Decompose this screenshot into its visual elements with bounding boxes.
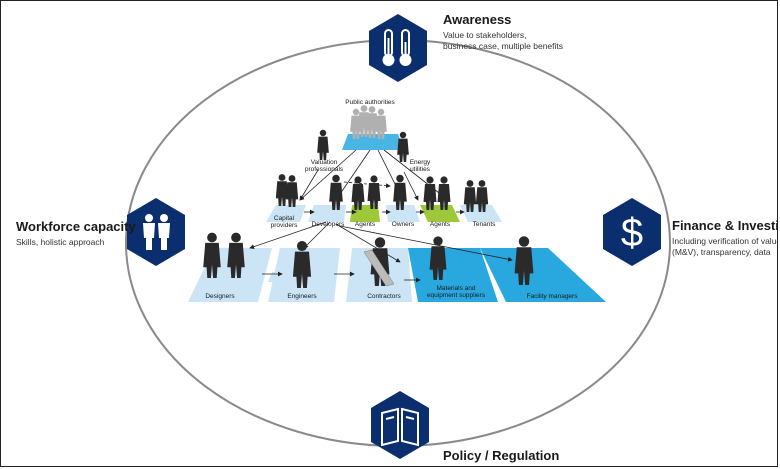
- platform-tiles: [188, 134, 606, 302]
- actor-labels: Public authorities Valuation professiona…: [205, 99, 578, 300]
- label-materials-1: Materials and: [436, 285, 475, 292]
- label-energy-1: Energy: [410, 159, 431, 166]
- tile-agents-1: [350, 205, 380, 222]
- public-authorities-group: [350, 105, 387, 139]
- relationship-arrows: [249, 149, 513, 283]
- label-valuation-1: Valuation: [311, 159, 338, 166]
- book-icon: [381, 407, 419, 447]
- label-capital-2: providers: [271, 222, 298, 229]
- label-contractors: Contractors: [367, 293, 401, 300]
- label-engineers: Engineers: [287, 293, 317, 300]
- awareness-title: Awareness: [443, 12, 512, 27]
- label-energy-2: utilities: [410, 166, 431, 173]
- label-facility-managers: Facility managers: [527, 293, 579, 300]
- tile-connector: [268, 272, 280, 282]
- awareness-subtitle-1: Value to stakeholders,: [443, 30, 527, 40]
- awareness-hex: [369, 14, 427, 82]
- tile-agents-2: [420, 205, 460, 222]
- label-valuation-2: professionals: [305, 166, 344, 173]
- tile-developers: [308, 205, 346, 222]
- label-capital-1: Capital: [274, 215, 295, 222]
- workforce-label: Workforce capacity Skills, holistic appr…: [16, 219, 136, 248]
- label-developers: Developers: [312, 221, 346, 228]
- awareness-label: Awareness Value to stakeholders, busines…: [443, 12, 563, 52]
- label-designers: Designers: [205, 293, 235, 300]
- tile-tenants: [460, 205, 502, 222]
- dollar-icon: $: [621, 211, 643, 255]
- awareness-subtitle-2: business case, multiple benefits: [443, 41, 564, 51]
- policy-hex: [371, 391, 429, 459]
- people-icon: [143, 214, 170, 250]
- label-public-authorities: Public authorities: [345, 99, 395, 106]
- policy-title: Policy / Regulation: [443, 448, 560, 463]
- label-tenants: Tenants: [473, 221, 497, 228]
- label-agents-1: Agents: [355, 221, 376, 228]
- label-agents-2: Agents: [430, 221, 451, 228]
- contractor-beam: [363, 249, 395, 287]
- finance-hex: $: [603, 198, 661, 266]
- finance-subtitle-2: (M&V), transparency, data: [672, 247, 771, 257]
- label-materials-2: equipment suppliers: [427, 292, 486, 299]
- finance-subtitle-1: Including verification of value: [672, 236, 778, 246]
- finance-title: Finance & Investing: [672, 218, 778, 233]
- thermometer-icon: [382, 29, 412, 66]
- workforce-subtitle: Skills, holistic approach: [16, 237, 105, 247]
- label-owners: Owners: [392, 221, 415, 228]
- tile-owners: [386, 205, 420, 222]
- finance-label: Finance & Investing Including verificati…: [672, 218, 778, 258]
- workforce-title: Workforce capacity: [16, 219, 136, 234]
- tile-capital-providers: [266, 205, 306, 222]
- policy-label: Policy / Regulation: [443, 448, 559, 463]
- workforce-hex: [127, 198, 185, 266]
